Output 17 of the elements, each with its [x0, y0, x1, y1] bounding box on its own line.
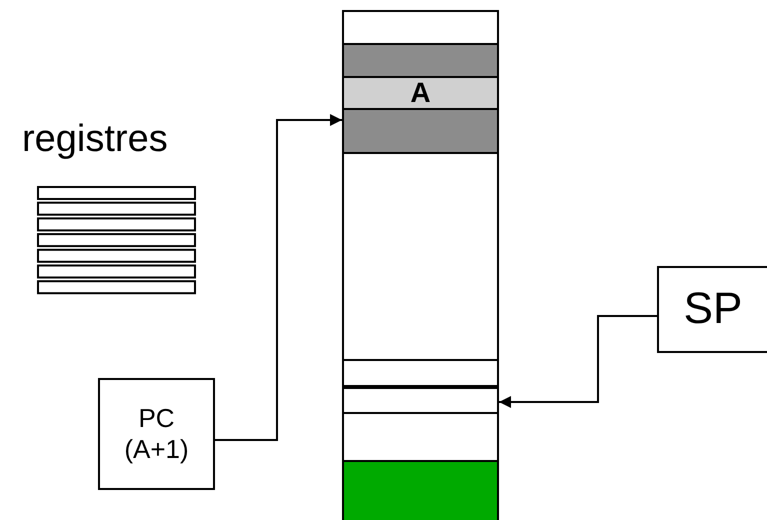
- register-label: PC (A+1): [123, 402, 190, 466]
- register-box: [98, 378, 215, 490]
- memory-cell: [342, 359, 499, 387]
- memory-cell: [342, 43, 499, 78]
- memory-cell: [342, 76, 499, 110]
- cell-label: A: [410, 79, 431, 107]
- register-box: [657, 266, 767, 353]
- memory-cell: [342, 10, 499, 45]
- memory-cell: [342, 460, 499, 520]
- registers-heading: registres: [22, 118, 168, 161]
- arrow: [499, 315, 657, 408]
- register-label: SP: [684, 283, 742, 336]
- memory-cell: [342, 412, 499, 462]
- memory-cell: [342, 152, 499, 361]
- memory-cell: [342, 387, 499, 414]
- memory-cell: [342, 108, 499, 154]
- arrow: [215, 114, 342, 441]
